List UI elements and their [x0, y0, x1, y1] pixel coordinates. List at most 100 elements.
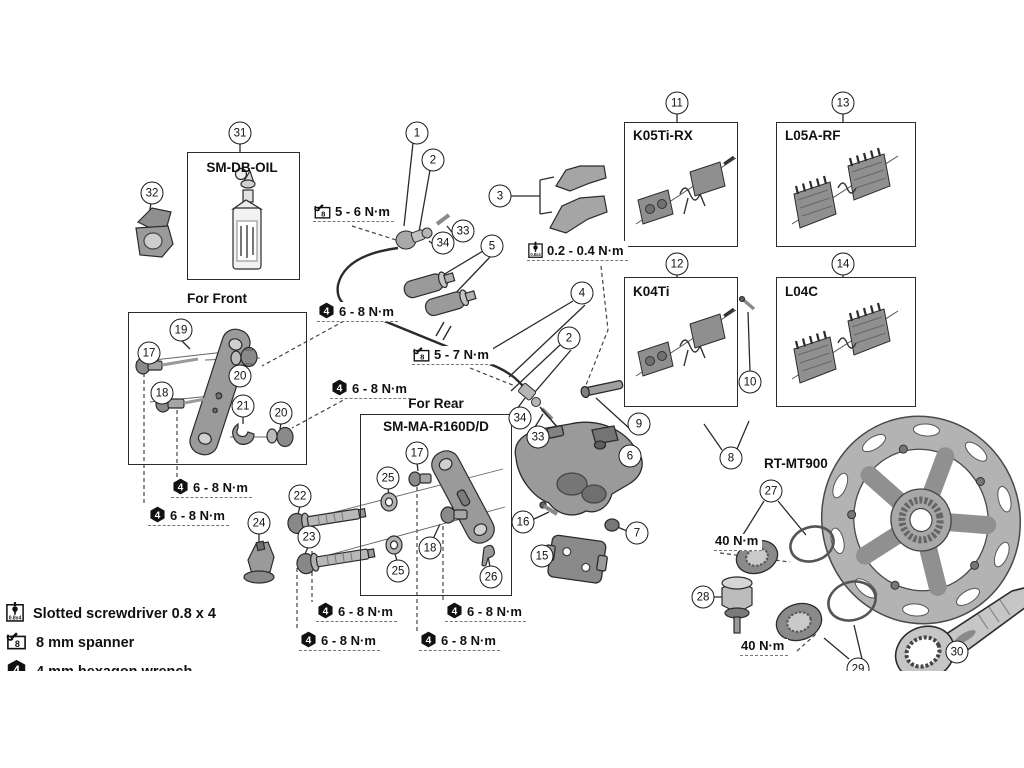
- rear-adapter-parts: [299, 450, 506, 567]
- callout-7: 7: [625, 521, 649, 545]
- callout-15: 15: [530, 544, 554, 568]
- callout-8: 8: [719, 446, 743, 470]
- svg-text:4: 4: [337, 383, 343, 394]
- torque-value: 40 N·m: [715, 533, 759, 548]
- l04c-label: L04C: [785, 284, 819, 299]
- hex-icon: 4: [317, 602, 334, 619]
- callout-25: 25: [386, 559, 410, 583]
- callout-21: 21: [231, 394, 255, 418]
- callout-33: 33: [526, 425, 550, 449]
- spanner-icon: 8: [413, 347, 430, 362]
- for-front-label: For Front: [187, 291, 247, 306]
- spanner-icon: 8: [6, 632, 26, 650]
- spanner-icon: 8: [6, 631, 27, 654]
- for-rear-label: For Rear: [408, 396, 464, 411]
- pad-axle: [580, 380, 624, 399]
- hex-wrench-icon: 4: [319, 302, 334, 319]
- callout-33: 33: [451, 219, 475, 243]
- front-hose-assembly: [336, 213, 559, 429]
- l05a-rf-label: L05A-RF: [785, 128, 841, 143]
- screwdriver-icon: 0.8x4: [528, 241, 543, 258]
- screwdriver-icon: 0.8x4: [6, 601, 24, 626]
- svg-text:8: 8: [420, 352, 424, 361]
- callout-31: 31: [228, 121, 252, 145]
- torque-value: 6 - 8 N·m: [338, 603, 393, 619]
- torque-value: 6 - 8 N·m: [467, 603, 522, 619]
- torque-value: 6 - 8 N·m: [170, 507, 225, 523]
- callout-10: 10: [738, 370, 762, 394]
- torque-label: 40 N·m: [714, 533, 763, 552]
- spanner-icon: 8: [314, 203, 331, 219]
- torque-value: 6 - 8 N·m: [352, 380, 407, 396]
- callout-34: 34: [431, 231, 455, 255]
- torque-label: 4 6 - 8 N·m: [316, 602, 397, 622]
- hose-holders: [549, 165, 608, 234]
- cooling-bracket: [544, 534, 608, 584]
- sm-db-oil-label: SM-DB-OIL: [206, 160, 278, 175]
- hex-icon: 4: [318, 302, 335, 319]
- for-front-box: [128, 312, 307, 465]
- legend-item-hex: 44 mm hexagon wrench: [6, 659, 192, 671]
- callout-24: 24: [247, 511, 271, 535]
- l04c-box: [776, 277, 916, 407]
- diagram-line-art: [135, 113, 1024, 671]
- callout-3: 3: [488, 184, 512, 208]
- callout-25: 25: [376, 466, 400, 490]
- legend-text: 8 mm spanner: [36, 634, 135, 651]
- legend-item-spanner: 8 8 mm spanner: [6, 631, 134, 654]
- callout-19: 19: [169, 318, 193, 342]
- callout-22: 22: [288, 484, 312, 508]
- callout-6: 6: [618, 444, 642, 468]
- hex-wrench-icon: 4: [7, 659, 26, 671]
- callout-20: 20: [269, 401, 293, 425]
- oil-bottle: [231, 167, 264, 270]
- torque-value: 6 - 8 N·m: [193, 479, 248, 495]
- hex-wrench-icon: 4: [318, 602, 333, 619]
- hex-icon: 4: [420, 631, 437, 648]
- callout-5: 5: [480, 234, 504, 258]
- torque-value: 5 - 6 N·m: [335, 203, 390, 219]
- torque-value: 40 N·m: [741, 638, 785, 653]
- hose-clamp: [135, 207, 174, 258]
- rotor-assembly: [820, 415, 1022, 625]
- svg-text:8: 8: [15, 639, 20, 649]
- torque-label: 4 6 - 8 N·m: [317, 302, 398, 322]
- svg-text:4: 4: [323, 606, 329, 617]
- svg-text:0.8x4: 0.8x4: [9, 616, 22, 622]
- k05ti-rx-label: K05Ti-RX: [633, 128, 693, 143]
- sm-ma-r160dd-label: SM-MA-R160D/D: [383, 419, 489, 434]
- torque-value: 0.2 - 0.4 N·m: [547, 242, 624, 258]
- callout-17: 17: [405, 441, 429, 465]
- callout-18: 18: [418, 536, 442, 560]
- callout-9: 9: [627, 412, 651, 436]
- hex-wrench-icon: 4: [447, 602, 462, 619]
- callout-18: 18: [150, 381, 174, 405]
- hex-icon: 4: [6, 659, 27, 671]
- k04ti-box: [624, 277, 738, 407]
- callout-30: 30: [945, 640, 969, 664]
- torque-label: 40 N·m: [740, 638, 789, 657]
- screwdriver-icon: 0.8x4: [528, 241, 543, 258]
- hex-icon: 4: [331, 379, 348, 396]
- callout-28: 28: [691, 585, 715, 609]
- callout-1: 1: [405, 121, 429, 145]
- torque-value: 6 - 8 N·m: [339, 303, 394, 319]
- callout-32: 32: [140, 181, 164, 205]
- callout-2: 2: [421, 148, 445, 172]
- for-rear-box: [360, 414, 512, 596]
- callout-4: 4: [570, 281, 594, 305]
- hex-icon: 4: [446, 602, 463, 619]
- hex-icon: 4: [149, 506, 166, 523]
- callout-11: 11: [665, 91, 689, 115]
- callout-34: 34: [508, 406, 532, 430]
- svg-text:0.8x4: 0.8x4: [530, 252, 541, 257]
- hex-wrench-icon: 4: [421, 631, 436, 648]
